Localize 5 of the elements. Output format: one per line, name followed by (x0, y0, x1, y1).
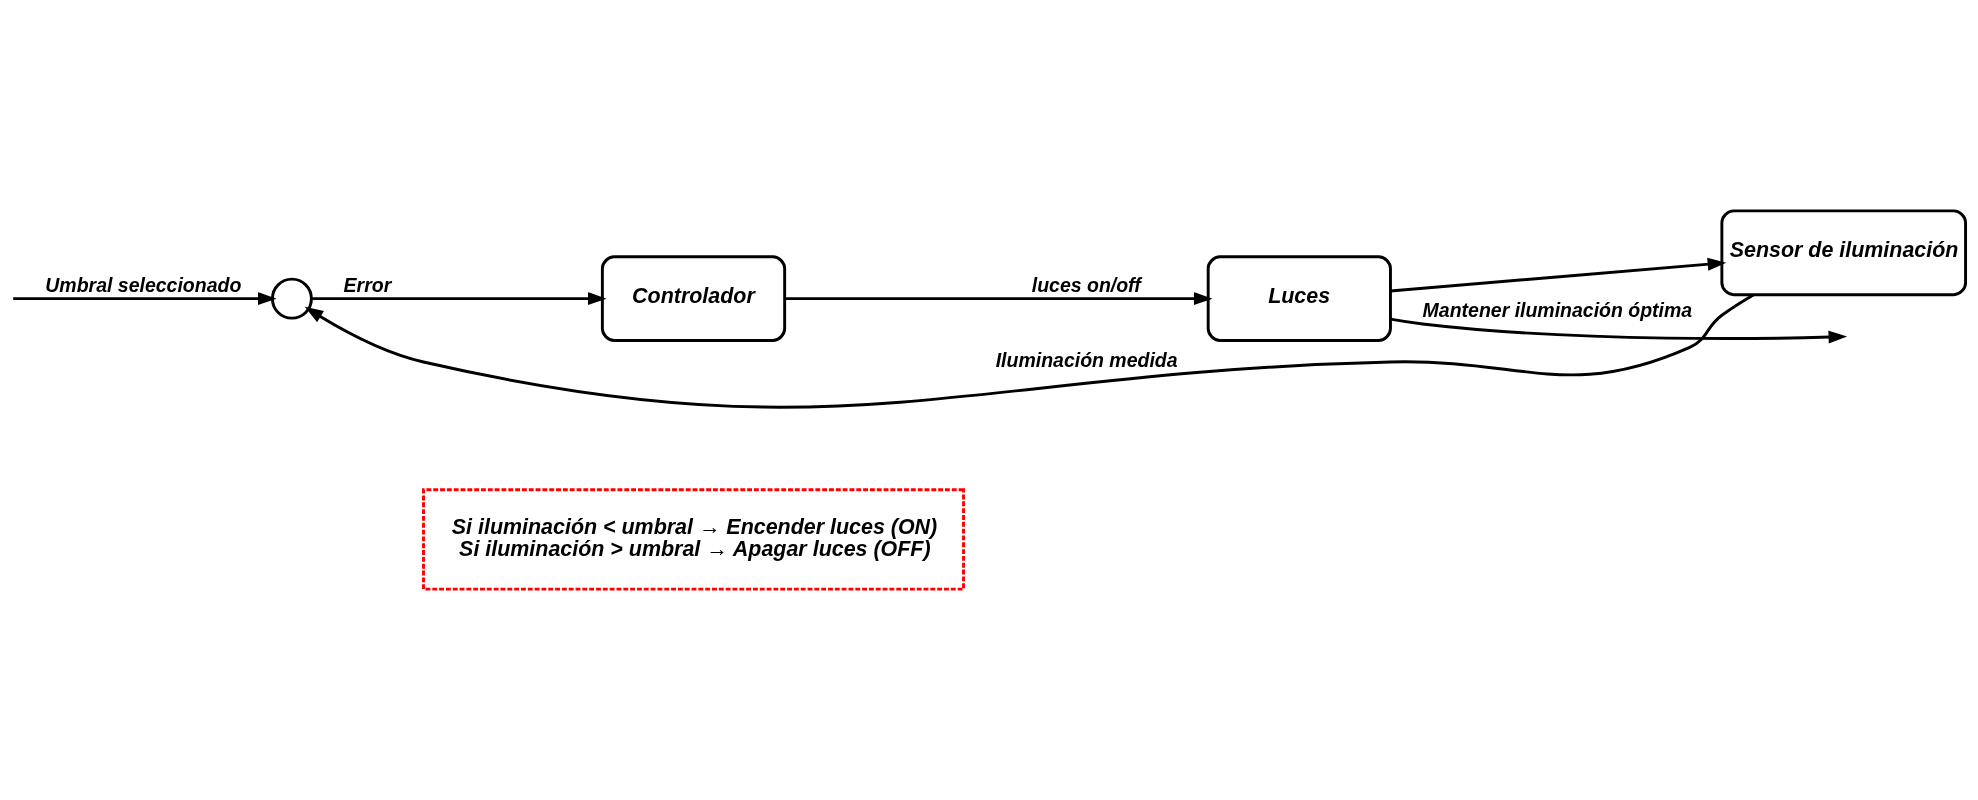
edge-label: Iluminación medida (995, 348, 1178, 371)
edge-label: Mantener iluminación óptima (1422, 299, 1693, 322)
edge-label: luces on/off (1031, 273, 1141, 296)
edge-label: Umbral seleccionado (45, 273, 242, 296)
edge-label: Error (343, 273, 392, 296)
